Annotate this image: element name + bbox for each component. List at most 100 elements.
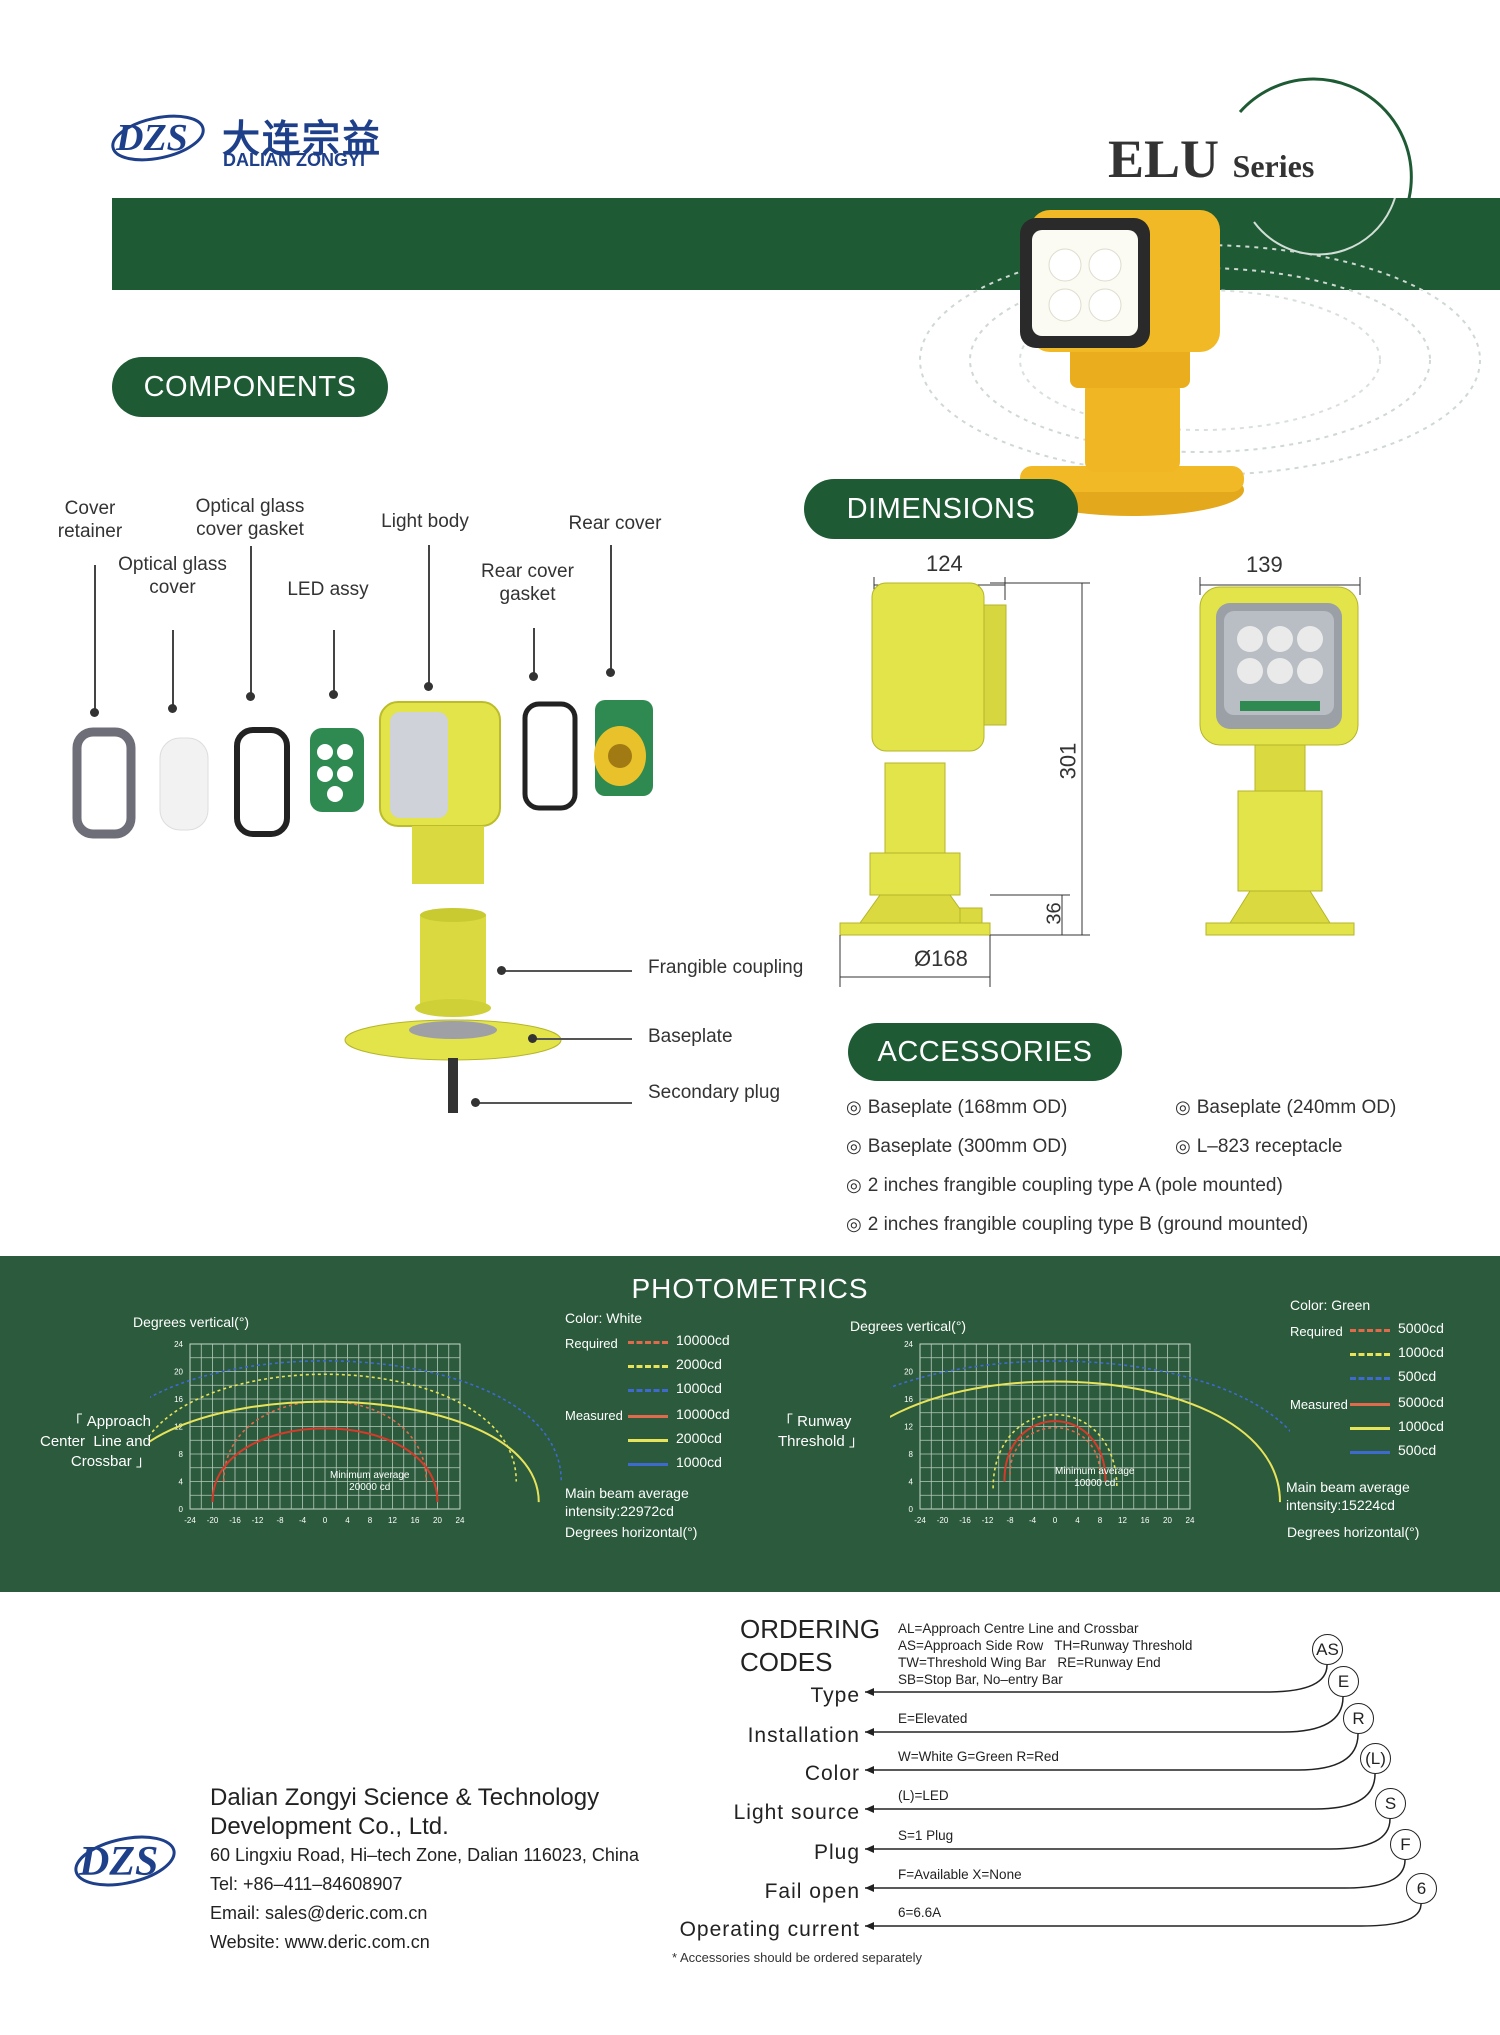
dim-base-height: 36	[1043, 902, 1066, 925]
ordering-desc: S=1 Plug	[898, 1828, 954, 1843]
leader-rear-cover	[610, 545, 612, 670]
ordering-connector-lines	[865, 1664, 1422, 1930]
dim-width-front: 139	[1246, 552, 1283, 577]
legend-swatch	[1350, 1427, 1390, 1430]
y-tick-label: 16	[174, 1395, 183, 1404]
legend-label: 1000cd	[676, 1380, 722, 1396]
dzs-logo-icon: DZS	[74, 1835, 176, 1887]
ordering-arrow	[865, 1922, 874, 1930]
iso-curve	[890, 1360, 1290, 1433]
x-tick-label: 8	[1098, 1516, 1103, 1525]
x-tick-label: -4	[299, 1516, 307, 1525]
ordering-label: Installation	[747, 1724, 860, 1747]
dzs-logo-icon: DZS	[111, 114, 205, 162]
legend-label: 500cd	[1398, 1368, 1437, 1384]
left-min-avg: Minimum average 20000 cd	[330, 1470, 410, 1493]
iso-curve	[890, 1380, 1281, 1503]
iso-curve	[1009, 1427, 1101, 1475]
leader-dot	[246, 692, 255, 701]
right-required-label: Required	[1290, 1324, 1343, 1339]
ordering-label: Light source	[733, 1801, 860, 1824]
legend-swatch	[1350, 1329, 1390, 1332]
leader-dot	[168, 704, 177, 713]
company-email: Email: sales@deric.com.cn	[210, 1903, 428, 1923]
y-tick-label: 8	[179, 1450, 184, 1459]
ordering-note: * Accessories should be ordered separate…	[672, 1950, 923, 1965]
hero-lamp-image	[919, 210, 1481, 516]
x-tick-label: 4	[345, 1516, 350, 1525]
ordering-connector	[865, 1664, 1328, 1693]
x-tick-label: -12	[982, 1516, 994, 1525]
ordering-connector	[865, 1773, 1376, 1810]
legend-label: 10000cd	[676, 1406, 730, 1422]
leader-led	[333, 630, 335, 696]
label-rear-cover: Rear cover	[568, 513, 662, 534]
x-tick-label: -4	[1029, 1516, 1037, 1525]
leader-dot	[529, 672, 538, 681]
legend-swatch	[1350, 1451, 1390, 1454]
y-tick-label: 8	[909, 1450, 914, 1459]
dimensions-heading: DIMENSIONS	[804, 479, 1078, 539]
legend-swatch	[1350, 1377, 1390, 1380]
company-address: 60 Lingxiu Road, Hi–tech Zone, Dalian 11…	[210, 1845, 639, 1865]
leader-dot	[606, 668, 615, 677]
label-baseplate: Baseplate	[648, 1026, 733, 1047]
dimension-drawing	[839, 577, 1361, 987]
ordering-connector	[865, 1859, 1406, 1889]
y-tick-label: 20	[174, 1368, 183, 1377]
ordering-code-circle: F	[1390, 1829, 1421, 1860]
left-side-label: 「 Approach Center Line and Crossbar 」	[40, 1413, 151, 1470]
label-secondary-plug: Secondary plug	[648, 1082, 781, 1103]
y-tick-label: 24	[174, 1340, 183, 1349]
legend-swatch	[628, 1365, 668, 1368]
accessory-item: ◎Baseplate (240mm OD)	[1175, 1097, 1397, 1118]
ordering-label: Fail open	[764, 1880, 860, 1903]
x-tick-label: 16	[1141, 1516, 1150, 1525]
right-measured-label: Measured	[1290, 1397, 1348, 1412]
label-led-assy: LED assy	[287, 579, 369, 600]
leader-rear-gasket	[533, 628, 535, 678]
svg-text:DZS: DZS	[115, 117, 188, 159]
x-tick-label: 4	[1075, 1516, 1080, 1525]
brand-logo: DZS	[108, 110, 208, 166]
series-ring-graphic	[1238, 77, 1413, 272]
leader-frangible-coupling	[502, 970, 632, 972]
legend-swatch	[1350, 1403, 1390, 1406]
y-tick-label: 0	[909, 1505, 914, 1514]
accessories-heading: ACCESSORIES	[848, 1023, 1122, 1081]
header-band	[112, 198, 1500, 290]
ordering-arrow	[865, 1884, 874, 1892]
ordering-arrow	[865, 1728, 874, 1736]
leader-baseplate	[532, 1038, 632, 1040]
ordering-code-circle: 6	[1406, 1873, 1437, 1904]
leader-dot	[424, 682, 433, 691]
left-color-label: Color: White	[565, 1310, 643, 1326]
series-name: ELU Series	[1108, 129, 1315, 189]
x-tick-label: 20	[433, 1516, 442, 1525]
ordering-code-circle: AS	[1312, 1634, 1343, 1665]
left-measured-label: Measured	[565, 1408, 623, 1423]
accessory-item: ◎Baseplate (300mm OD)	[846, 1136, 1068, 1157]
ordering-code-circle: R	[1343, 1703, 1374, 1734]
ordering-arrow	[865, 1805, 874, 1813]
legend-label: 2000cd	[676, 1430, 722, 1446]
ordering-arrow	[865, 1688, 874, 1696]
legend-swatch	[1350, 1353, 1390, 1356]
legend-swatch	[628, 1463, 668, 1466]
iso-curve	[150, 1400, 540, 1503]
leader-dot	[90, 708, 99, 717]
legend-label: 2000cd	[676, 1356, 722, 1372]
label-frangible-coupling: Frangible coupling	[648, 957, 804, 978]
right-xlabel: Degrees horizontal(°)	[1287, 1524, 1420, 1540]
dim-base-diameter: Ø168	[914, 946, 968, 971]
ordering-connector	[865, 1696, 1344, 1733]
accessory-item: ◎2 inches frangible coupling type A (pol…	[846, 1175, 1283, 1196]
ordering-heading: ORDERING CODES	[740, 1614, 881, 1677]
legend-label: 5000cd	[1398, 1394, 1444, 1410]
x-tick-label: 20	[1163, 1516, 1172, 1525]
company-tel: Tel: +86–411–84608907	[210, 1874, 403, 1894]
legend-label: 1000cd	[1398, 1418, 1444, 1434]
leader-dot	[497, 966, 506, 975]
ordering-connector	[865, 1903, 1422, 1927]
